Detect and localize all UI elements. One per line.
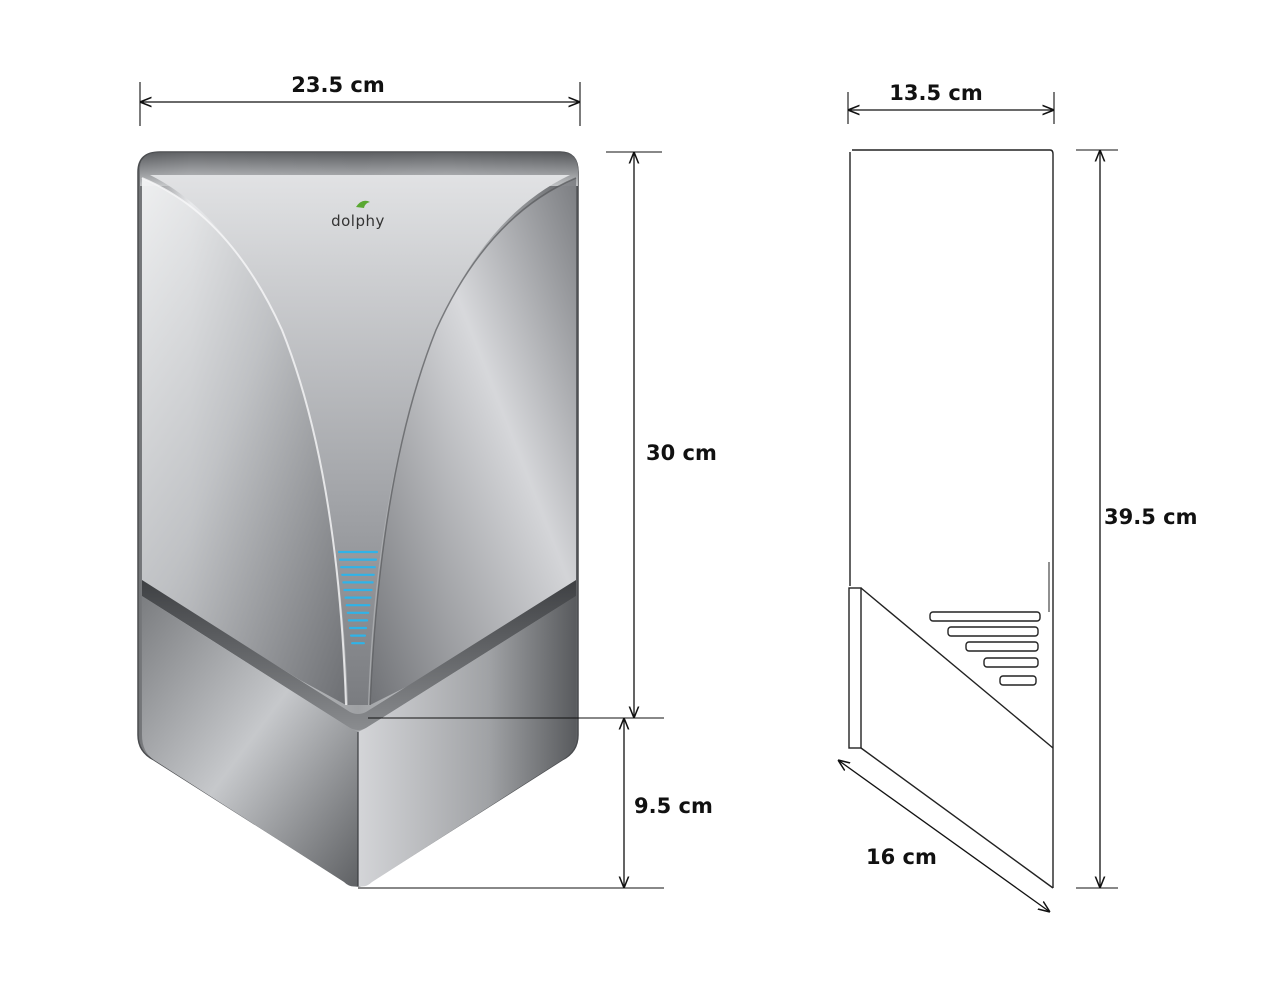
dolphy-logo: dolphy xyxy=(331,200,385,230)
front-view: 23.5 cm dolp xyxy=(137,73,717,889)
side-diagonal-dimension: 16 cm xyxy=(838,760,1050,912)
side-view: 13.5 cm 39.5 cm 16 cm xyxy=(838,81,1197,912)
total-height-label: 39.5 cm xyxy=(1104,505,1197,529)
hand-dryer-side-profile xyxy=(848,149,1054,889)
front-width-label: 23.5 cm xyxy=(291,73,384,97)
upper-height-label: 30 cm xyxy=(646,441,717,465)
front-height-dimensions: 30 cm 9.5 cm xyxy=(358,151,717,889)
side-height-dimension: 39.5 cm xyxy=(1076,149,1197,889)
side-depth-label: 13.5 cm xyxy=(889,81,982,105)
led-indicator-strip xyxy=(337,550,379,645)
brand-logo-text: dolphy xyxy=(331,212,385,230)
lower-height-label: 9.5 cm xyxy=(634,794,713,818)
front-width-dimension: 23.5 cm xyxy=(139,73,581,126)
diagonal-label: 16 cm xyxy=(866,845,937,869)
hand-dryer-front: dolphy xyxy=(137,151,579,887)
dolphin-logo-icon xyxy=(356,200,370,208)
side-depth-dimension: 13.5 cm xyxy=(847,81,1055,124)
